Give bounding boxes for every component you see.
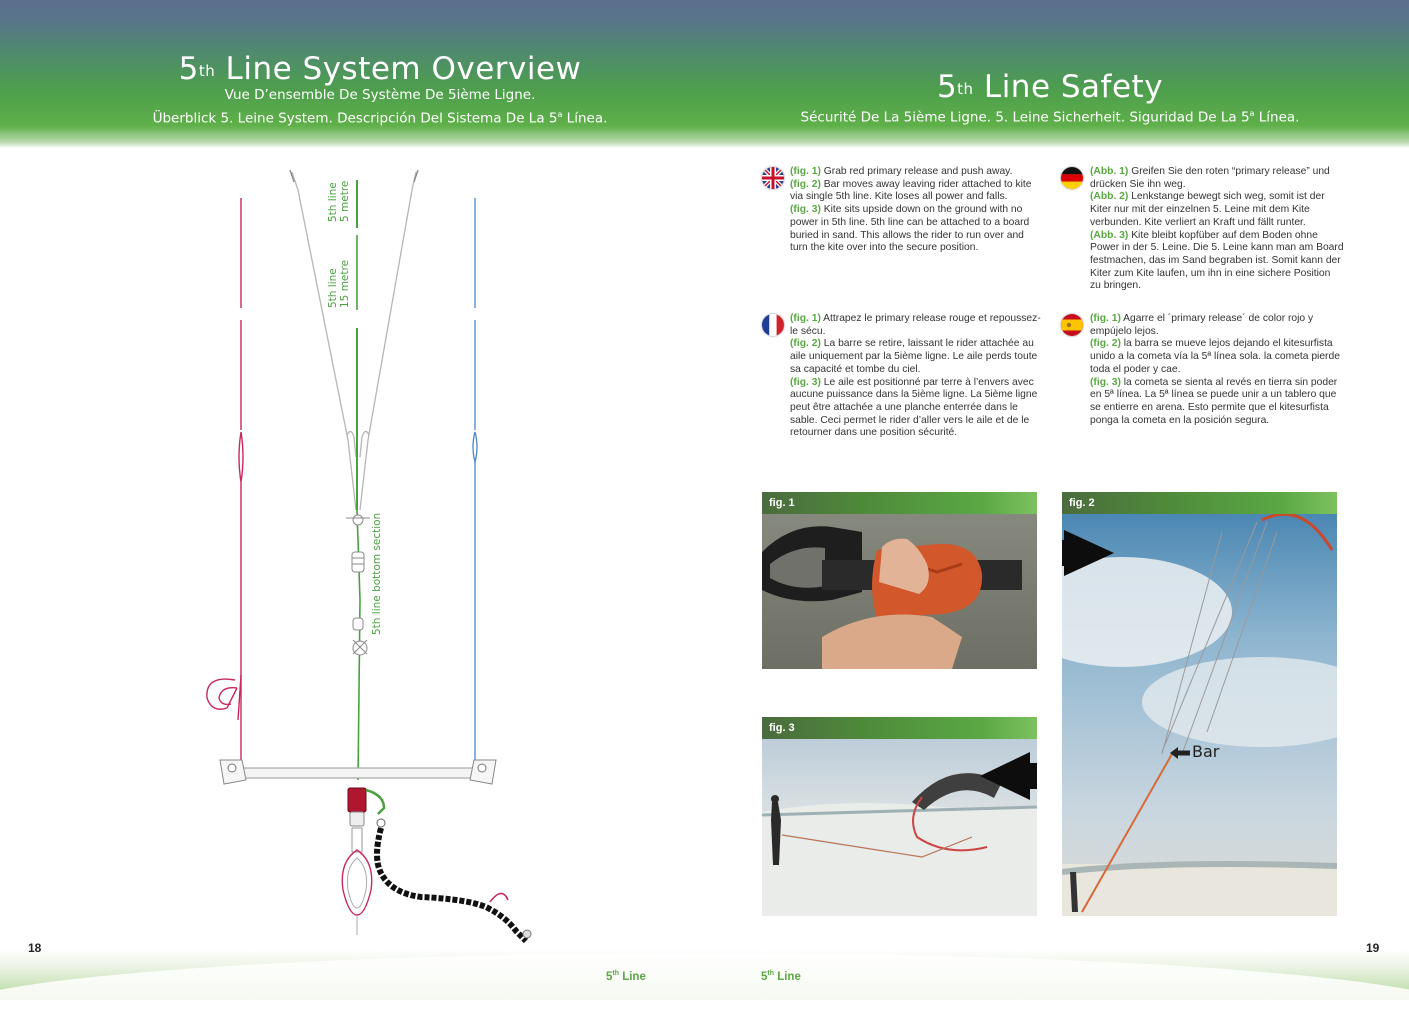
instructions-fr: (fig. 1) Attrapez le primary release rou… <box>790 313 1041 439</box>
footer-label-right: 5th Line <box>761 970 801 983</box>
right-subtitle: Sécurité De La 5ième Ligne. 5. Leine Sic… <box>800 109 1300 126</box>
instructions-de: (Abb. 1) Greifen Sie den roten “primary … <box>1090 166 1344 292</box>
figure-2-caption: fig. 2 <box>1062 492 1337 514</box>
page-number-right: 19 <box>1366 941 1380 955</box>
left-arrow-icon <box>980 752 1037 800</box>
primary-release <box>341 787 386 935</box>
left-subtitle-1: Vue D’ensemble De Système De 5ième Ligne… <box>224 87 536 103</box>
figure-3-photo <box>762 717 1037 916</box>
red-back-line <box>206 198 244 760</box>
left-page-title: 5th Line System Overview Vue D’ensemble … <box>110 52 650 129</box>
france-flag-icon <box>762 314 784 336</box>
label-5m-line: 5th line <box>327 182 339 222</box>
control-bar <box>219 759 497 785</box>
right-page-title: 5th Line Safety Sécurité De La 5ième Lig… <box>760 70 1340 128</box>
figure-2-photo <box>1062 492 1337 916</box>
bar-label: Bar <box>1192 742 1220 761</box>
left-title-main: 5th Line System Overview <box>178 51 582 87</box>
grey-front-lines <box>289 169 419 511</box>
right-title-main: 5th Line Safety <box>936 69 1164 105</box>
label-5m-metre: 5 metre <box>339 181 351 222</box>
page-number-left: 18 <box>28 941 42 955</box>
header-band <box>0 0 1409 148</box>
figure-2: Bar fig. 2 <box>1062 492 1337 916</box>
blue-back-line <box>472 198 478 760</box>
spain-flag-icon <box>1061 314 1083 336</box>
figure-1-caption: fig. 1 <box>762 492 1037 514</box>
germany-flag-icon <box>1061 167 1083 189</box>
instructions-es: (fig. 1) Agarre el ´primary release´ de … <box>1090 313 1340 426</box>
right-arrow-icon <box>1062 530 1114 576</box>
figure-3: fig. 3 <box>762 717 1037 916</box>
label-bottom-section: 5th line bottom section <box>371 513 383 635</box>
figure-1: fig. 1 <box>762 492 1037 669</box>
green-fifth-line <box>356 180 361 781</box>
figure-1-photo <box>762 492 1037 669</box>
bar-arrow-icon <box>1170 747 1190 759</box>
line-system-diagram: 5th line 5 metre 5th line 15 metre 5th l… <box>206 169 532 944</box>
left-subtitle-2: Überblick 5. Leine System. Descripción D… <box>152 110 608 127</box>
figure-3-caption: fig. 3 <box>762 717 1037 739</box>
safety-leash <box>374 818 532 944</box>
label-15m-metre: 15 metre <box>339 260 351 308</box>
instructions-en: (fig. 1) Grab red primary release and pu… <box>790 166 1032 254</box>
label-15m-line: 5th line <box>327 268 339 308</box>
uk-flag-icon <box>762 167 784 189</box>
footer-label-left: 5th Line <box>606 970 646 983</box>
line-fittings <box>346 514 370 656</box>
